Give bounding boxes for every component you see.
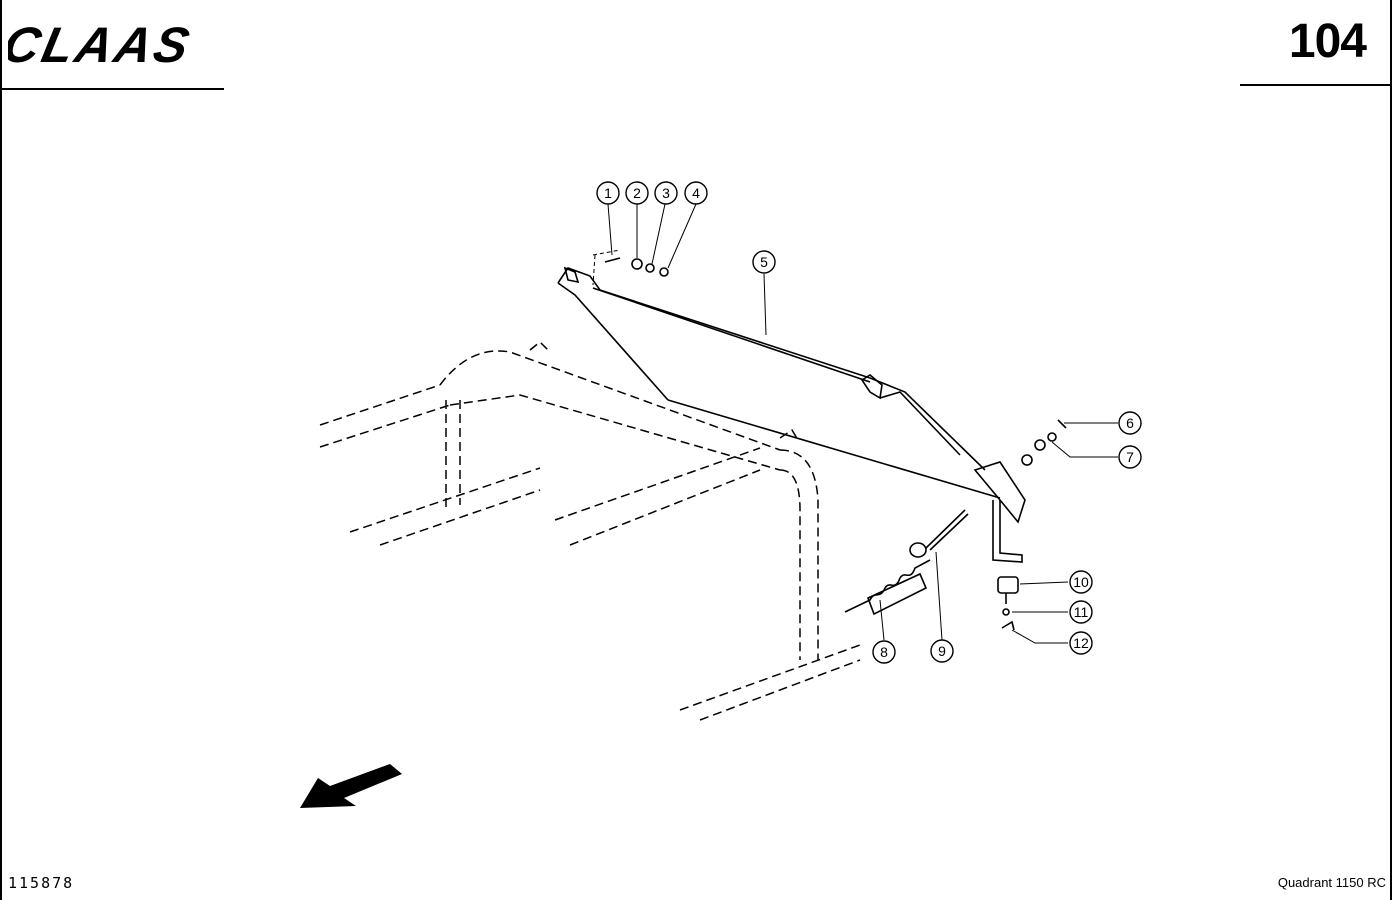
callout-4: 4 — [684, 181, 708, 205]
callout-7: 7 — [1118, 445, 1142, 469]
eye-bolt-part-9 — [909, 509, 969, 558]
callout-3: 3 — [654, 181, 678, 205]
arm-part-5 — [557, 266, 1026, 563]
machine-frame-phantom — [319, 340, 861, 721]
svg-text:2: 2 — [633, 185, 641, 201]
callout-12: 12 — [1069, 631, 1093, 655]
spring-part-8 — [844, 559, 931, 616]
page-number: 104 — [1288, 15, 1367, 68]
svg-text:3: 3 — [662, 185, 670, 201]
svg-text:9: 9 — [938, 643, 946, 659]
svg-text:8: 8 — [880, 644, 888, 660]
callout-6: 6 — [1118, 411, 1142, 435]
callout-5: 5 — [752, 250, 776, 274]
callout-11: 11 — [1069, 600, 1093, 624]
drawing-number: 115878 — [8, 874, 75, 892]
svg-text:7: 7 — [1126, 449, 1134, 465]
svg-text:6: 6 — [1126, 415, 1134, 431]
svg-text:CLAAS: CLAAS — [8, 17, 197, 68]
callout-1: 1 — [596, 181, 620, 205]
leader-lines — [607, 203, 1118, 644]
callout-2: 2 — [625, 181, 649, 205]
header-rule-right — [1240, 84, 1390, 86]
hardware-items-10-12 — [997, 576, 1019, 631]
model-name: Quadrant 1150 RC — [1277, 875, 1386, 890]
header-rule-left — [0, 88, 224, 90]
hardware-items-6-7 — [1021, 419, 1067, 466]
svg-text:5: 5 — [760, 254, 768, 270]
svg-text:4: 4 — [692, 185, 700, 201]
svg-text:10: 10 — [1073, 574, 1089, 590]
svg-text:1: 1 — [604, 185, 612, 201]
callout-9: 9 — [930, 639, 954, 663]
svg-text:12: 12 — [1073, 635, 1089, 651]
callout-10: 10 — [1069, 570, 1093, 594]
claas-logo: CLAAS — [0, 16, 230, 73]
travel-direction-arrow — [300, 764, 402, 808]
left-border — [0, 0, 2, 900]
svg-text:11: 11 — [1074, 604, 1089, 620]
callout-8: 8 — [872, 640, 896, 664]
hardware-items-1-4 — [592, 249, 669, 286]
right-border — [1390, 0, 1392, 900]
